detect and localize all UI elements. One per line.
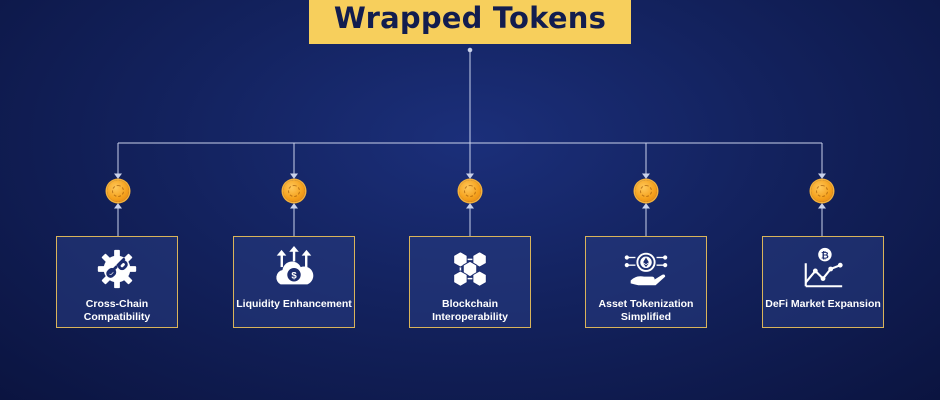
- svg-text:₿: ₿: [821, 250, 829, 261]
- coin-icon: [811, 180, 833, 202]
- branch-drops: [117, 143, 823, 176]
- coin-icon: [459, 180, 481, 202]
- title-banner: Wrapped Tokens: [309, 0, 631, 44]
- diagram-title: Wrapped Tokens: [333, 1, 607, 35]
- coin-icon: [283, 180, 305, 202]
- arrowheads: [114, 173, 826, 209]
- card-label: Liquidity Enhancement: [236, 298, 352, 310]
- coin-icon: [107, 180, 129, 202]
- coin-icon: [635, 180, 657, 202]
- bitcoin-chart-icon: ₿: [804, 247, 843, 288]
- card-label: Blockchain Interoperability: [432, 298, 508, 323]
- card-label: DeFi Market Expansion: [765, 298, 881, 310]
- card-defi: ₿ DeFi Market Expansion: [762, 236, 884, 328]
- hand-token-icon: [624, 252, 668, 286]
- svg-text:$: $: [291, 271, 297, 282]
- coin-to-card-links: [117, 205, 823, 236]
- junction-dot: [467, 47, 473, 53]
- card-label: Asset Tokenization Simplified: [598, 298, 694, 323]
- gear-link-icon: [97, 249, 137, 289]
- card-interoperability: Blockchain Interoperability: [409, 236, 531, 328]
- card-cross-chain: Cross-Chain Compatibility: [56, 236, 178, 328]
- cloud-dollar-icon: $: [276, 246, 314, 285]
- blocks-network-icon: [453, 251, 487, 287]
- card-tokenization: Asset Tokenization Simplified: [585, 236, 707, 328]
- card-label: Cross-Chain Compatibility: [83, 298, 151, 323]
- card-liquidity: $ Liquidity Enhancement: [233, 236, 355, 328]
